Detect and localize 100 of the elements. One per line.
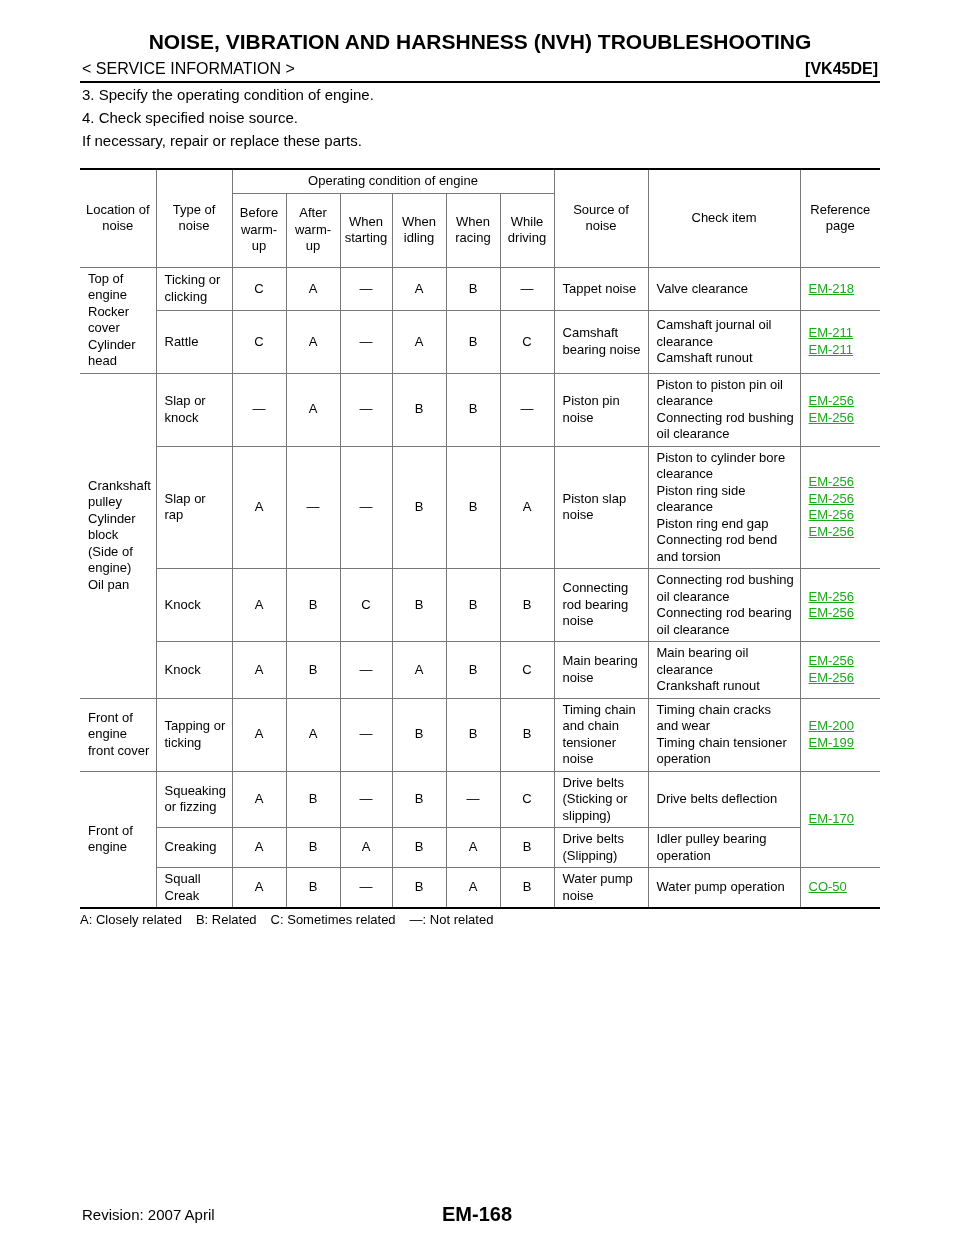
rating-mark: B [468,661,478,678]
rating-mark: — [359,401,373,418]
rating-mark: B [414,401,424,418]
rating-mark: — [359,879,373,896]
noise-type: Rattle [164,333,199,351]
page-reference: EM-170 [808,811,855,828]
rating-mark: A [308,726,318,743]
legend-text: C: Sometimes related [270,912,396,927]
column-heading: Check item [691,210,757,227]
check-item: Timing chain tensioner operation [656,734,788,768]
column-heading: When racing [454,213,492,247]
column-heading: Reference page [809,201,872,235]
rating-mark: — [359,280,373,298]
rating-mark: — [252,401,266,418]
rating-mark: B [414,726,424,743]
noise-source: Drive belts (Sticking or slipping) [562,774,629,824]
rating-mark: B [468,333,478,351]
check-item: Crankshaft runout [656,678,761,695]
rating-mark: B [308,879,318,896]
rating-mark: C [254,280,264,298]
location-text: Cylinder head [88,336,137,370]
column-heading: Operating condition of engine [308,173,478,190]
rating-mark: C [522,791,532,808]
noise-type: Ticking or clicking [164,272,222,306]
rating-mark: B [414,879,424,896]
rating-mark: A [254,839,264,856]
page-reference: EM-200 [808,718,855,735]
noise-source: Drive belts (Slipping) [562,831,625,864]
check-item: Piston ring side clearance [656,482,747,516]
noise-type: Squall [164,871,202,888]
rating-mark: A [522,499,532,516]
page-reference: EM-256 [808,409,855,426]
page-reference: EM-256 [808,393,855,410]
page-reference: EM-256 [808,588,855,605]
noise-type: Tapping or ticking [164,718,227,751]
noise-type: Slap or rap [164,490,207,524]
rating-mark: B [468,726,478,743]
column-heading: While driving [506,213,548,247]
rating-mark: A [414,280,424,298]
location-text: Top of engine [88,270,129,304]
noise-type: Knock [164,596,201,614]
rating-mark: A [254,661,264,678]
rating-mark: A [308,280,318,298]
rating-mark: A [468,879,478,896]
column-heading: Source of noise [572,201,630,235]
location-text: Oil pan [88,576,131,594]
location-text: Cylinder block [88,510,137,544]
column-heading: Before warm-up [238,205,280,255]
rating-mark: B [522,839,532,856]
rating-mark: B [308,596,318,614]
rating-mark: — [520,280,534,298]
rating-mark: C [522,661,532,678]
check-item: Connecting rod bend and torsion [656,532,779,565]
noise-source: Connecting rod bearing noise [562,580,630,630]
rating-mark: — [306,499,320,516]
rating-mark: B [308,791,318,808]
check-item: Connecting rod bearing oil clearance [656,605,793,638]
column-heading: When idling [401,213,437,247]
page-number: EM-168 [442,1203,513,1226]
page-reference: EM-211 [808,325,854,342]
rating-mark: B [468,499,478,516]
legend-text: —: Not related [409,912,494,927]
legend-text: B: Related [195,912,257,927]
page-reference: EM-256 [808,523,855,541]
page-reference: EM-218 [808,280,855,298]
noise-source: Camshaft bearing noise [562,325,642,359]
noise-source: Piston slap noise [562,490,628,524]
column-heading: Location of noise [84,201,151,235]
noise-type: Knock [164,661,201,678]
rating-mark: B [414,839,424,856]
rating-mark: A [414,333,424,351]
noise-source: Main bearing noise [562,653,639,687]
check-item: Valve clearance [656,280,749,298]
rating-mark: A [254,726,264,743]
noise-source: Piston pin noise [562,393,621,426]
check-item: Idler pulley bearing operation [656,831,768,864]
page-reference: EM-256 [808,490,855,508]
page-reference: EM-256 [808,507,855,524]
rating-mark: A [254,596,264,614]
noise-source: Water pump noise [562,871,634,904]
rating-mark: A [254,791,264,808]
rating-mark: A [468,839,478,856]
rating-mark: A [361,839,371,856]
location-text: Rocker cover [88,303,131,337]
instruction-text: If necessary, repair or replace these parts. [82,132,362,149]
noise-source: Timing chain and chain tensioner noise [562,701,637,768]
rating-mark: A [254,499,264,516]
page-title: NOISE, VIBRATION AND HARSHNESS (NVH) TROUBLESHOOTING [147,30,813,54]
page-reference: EM-256 [808,605,855,622]
check-item: Piston to piston pin oil clearance [656,376,784,410]
page-reference: EM-256 [808,653,855,670]
rating-mark: A [254,879,264,896]
rating-mark: B [468,401,478,418]
section-heading: < SERVICE INFORMATION > [82,60,295,78]
rating-mark: C [254,333,264,351]
check-item: Camshaft journal oil clearance [656,317,773,351]
noise-type: Creaking [164,839,217,856]
noise-type: Creak [164,887,201,904]
page-reference: EM-199 [808,734,855,751]
rating-mark: — [359,726,373,743]
